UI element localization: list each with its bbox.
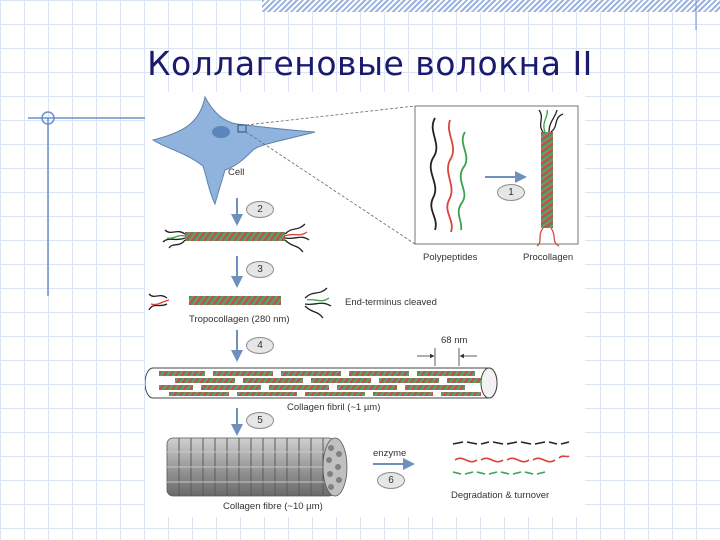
procollagen-right-tails-color xyxy=(284,231,308,237)
procollagen-tail-top-color xyxy=(543,109,548,133)
procollagen-tail-bottom xyxy=(536,227,560,247)
polypeptide-black xyxy=(429,117,438,231)
step-badge-2: 2 xyxy=(246,201,274,218)
label-degradation: Degradation & turnover xyxy=(451,490,550,501)
label-fibre: Collagen fibre (~10 µm) xyxy=(223,501,323,512)
cell-body xyxy=(151,95,316,206)
label-cell: Cell xyxy=(228,167,245,178)
fibril-segments xyxy=(159,371,481,396)
step-badge-1: 1 xyxy=(497,184,525,201)
procollagen-left-tails xyxy=(162,229,186,249)
label-enzyme: enzyme xyxy=(373,448,407,459)
procollagen-tail-top xyxy=(538,109,564,133)
step-badge-5: 5 xyxy=(246,412,274,429)
collagen-figure: Cell Polypeptides Procollagen End-termin… xyxy=(145,92,585,517)
cleaved-right-tails xyxy=(304,287,332,319)
cleaved-right-tails-color xyxy=(306,297,330,302)
label-end-terminus: End-terminus cleaved xyxy=(345,297,437,308)
polypeptide-red xyxy=(446,119,454,233)
polypeptide-green xyxy=(457,131,468,231)
fibril-end xyxy=(480,367,498,399)
cell-inset-marker xyxy=(237,124,247,133)
label-polypeptides: Polypeptides xyxy=(423,252,478,263)
label-tropocollagen: Tropocollagen (280 nm) xyxy=(189,314,290,325)
cleaved-left-tails xyxy=(148,293,168,311)
header-hatch-band xyxy=(262,0,720,12)
collagen-fibre-bundle xyxy=(166,437,348,497)
degraded-strand-red xyxy=(454,455,570,463)
procollagen-left-tails-color xyxy=(166,234,186,240)
label-fibril: Collagen fibril (~1 µm) xyxy=(287,402,381,413)
tropocollagen-rod xyxy=(189,296,281,305)
cell-nucleus xyxy=(212,126,230,138)
slide-title: Коллагеновые волокна II xyxy=(147,44,593,83)
cleaved-left-tails-color xyxy=(150,299,170,306)
inset-box xyxy=(414,105,579,245)
degraded-strand-black xyxy=(452,441,570,445)
procollagen-right-tails xyxy=(284,223,310,253)
step-badge-3: 3 xyxy=(246,261,274,278)
collagen-diagram xyxy=(145,95,579,497)
procollagen-rod xyxy=(185,232,285,241)
label-period: 68 nm xyxy=(441,335,468,346)
label-procollagen: Procollagen xyxy=(523,252,574,263)
zoom-line-top xyxy=(245,105,416,126)
procollagen-helix xyxy=(541,132,553,228)
corner-ring-icon xyxy=(41,111,55,125)
step-badge-6: 6 xyxy=(377,472,405,489)
step-badge-4: 4 xyxy=(246,337,274,354)
degraded-strand-green xyxy=(452,471,546,475)
zoom-line-bottom xyxy=(245,131,416,245)
